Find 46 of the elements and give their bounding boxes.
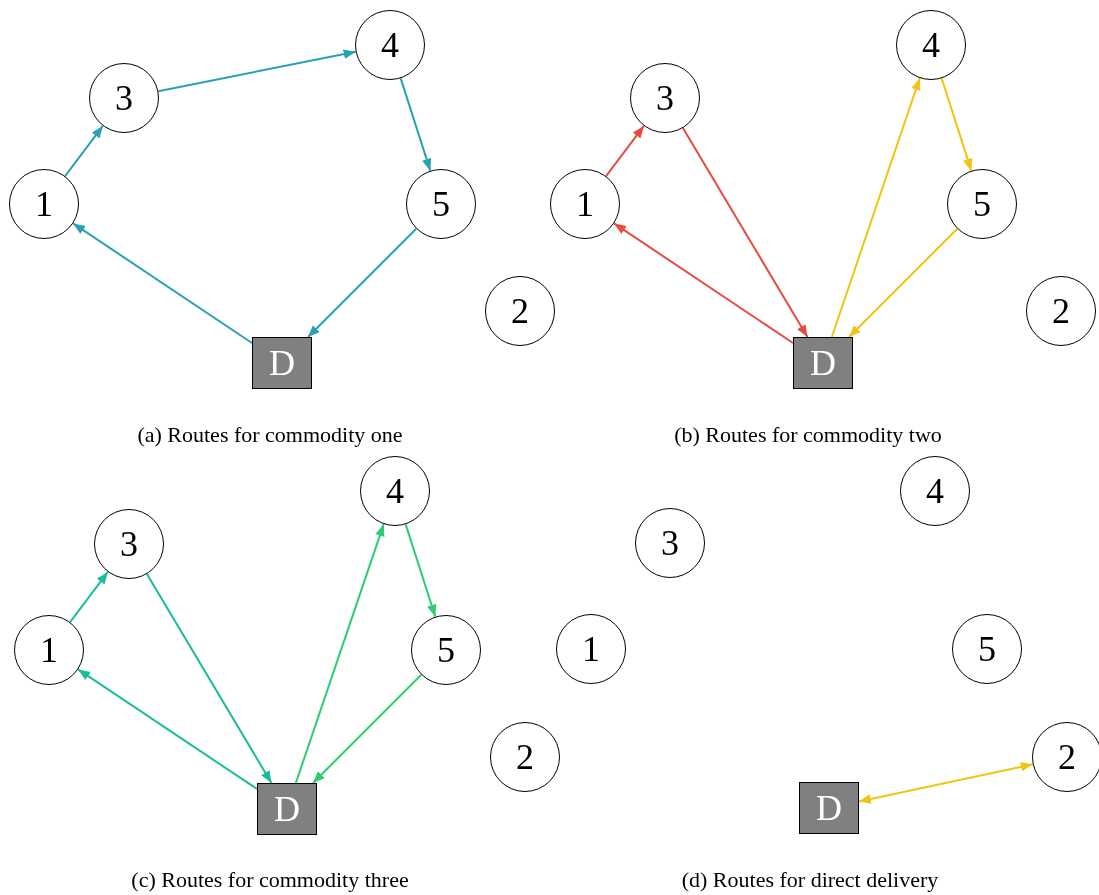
numbered-circle: 1 (550, 169, 620, 239)
arrow (848, 227, 959, 338)
arrow (312, 673, 423, 784)
numbered-circle: 2 (1026, 276, 1096, 346)
numbered-circle: 4 (900, 456, 970, 526)
numbered-circle: 2 (1032, 722, 1099, 792)
arrow (294, 523, 385, 784)
arrow (404, 523, 437, 618)
figure-caption: (a) Routes for commodity one (137, 422, 403, 448)
numbered-circle: 4 (896, 10, 966, 80)
numbered-circle: 1 (556, 614, 626, 684)
arrow (830, 77, 921, 338)
numbered-circle: 1 (14, 615, 84, 685)
arrow (69, 570, 109, 624)
depot-square: D (257, 783, 317, 835)
numbered-circle: 5 (947, 169, 1017, 239)
arrow (307, 227, 418, 338)
numbered-circle: 1 (9, 169, 79, 239)
numbered-circle: 5 (411, 615, 481, 685)
arrow (72, 222, 253, 344)
figure-caption: (b) Routes for commodity two (674, 422, 942, 448)
numbered-circle: 4 (360, 456, 430, 526)
figure-caption: (d) Routes for direct delivery (681, 867, 939, 893)
depot-square: D (793, 337, 853, 389)
numbered-circle: 3 (94, 509, 164, 579)
numbered-circle: 5 (952, 614, 1022, 684)
depot-square: D (252, 337, 312, 389)
numbered-circle: 3 (635, 508, 705, 578)
numbered-circle: 2 (485, 276, 555, 346)
arrow (145, 573, 273, 784)
numbered-circle: 4 (355, 10, 425, 80)
figure-caption: (c) Routes for commodity three (131, 867, 409, 893)
numbered-circle: 3 (89, 63, 159, 133)
arrow (64, 124, 104, 178)
numbered-circle: 3 (630, 63, 700, 133)
arrow (157, 49, 357, 93)
arrow (858, 762, 1034, 804)
numbered-circle: 5 (406, 169, 476, 239)
arrow (77, 668, 258, 790)
arrow (940, 77, 973, 172)
arrow (613, 222, 794, 344)
arrow (605, 124, 645, 178)
numbered-circle: 2 (490, 722, 560, 792)
depot-square: D (799, 782, 859, 834)
arrow (681, 127, 809, 338)
arrow (399, 77, 432, 172)
